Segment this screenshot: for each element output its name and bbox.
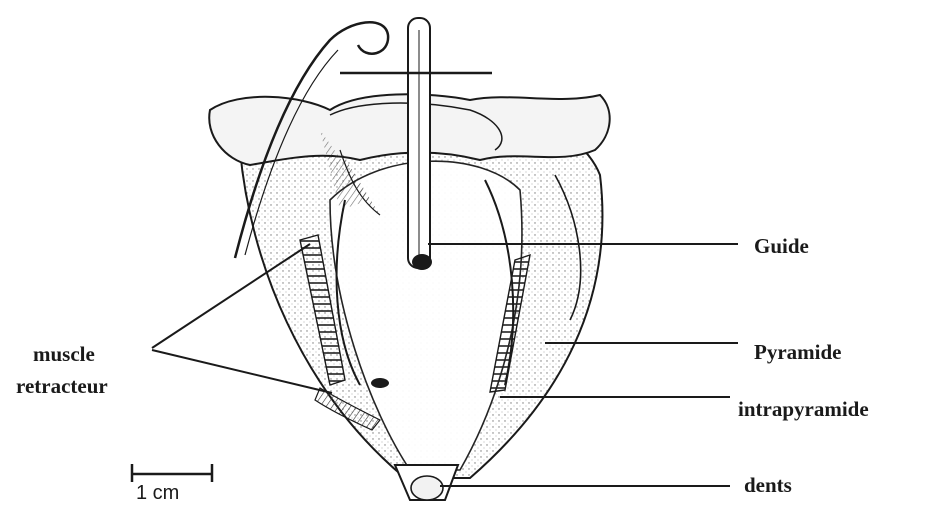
- label-muscle: muscle: [33, 344, 95, 365]
- label-intrapyramide: intrapyramide: [738, 399, 869, 420]
- label-pyramide: Pyramide: [754, 342, 841, 363]
- label-guide: Guide: [754, 236, 809, 257]
- label-retracteur: retracteur: [16, 376, 108, 397]
- label-dents: dents: [744, 475, 792, 496]
- scale-bar: [132, 464, 212, 482]
- teeth: [395, 465, 458, 500]
- scale-bar-label: 1 cm: [136, 483, 179, 503]
